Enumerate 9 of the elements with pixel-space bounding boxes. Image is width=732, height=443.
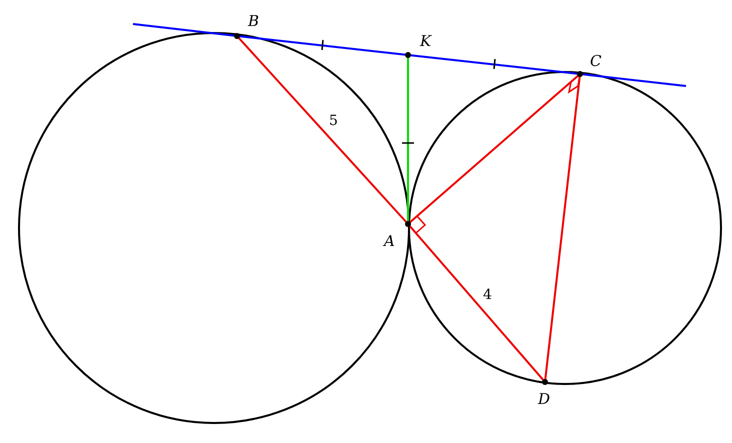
- point-label: K: [420, 34, 432, 49]
- point-label: D: [538, 392, 550, 407]
- line-segment: [407, 55, 409, 224]
- line-segment: [236, 35, 409, 225]
- point-label: B: [248, 14, 260, 29]
- point-label: A: [384, 234, 395, 249]
- line-segment: [407, 73, 581, 225]
- line-segment: [407, 223, 546, 383]
- point-label: C: [590, 54, 602, 69]
